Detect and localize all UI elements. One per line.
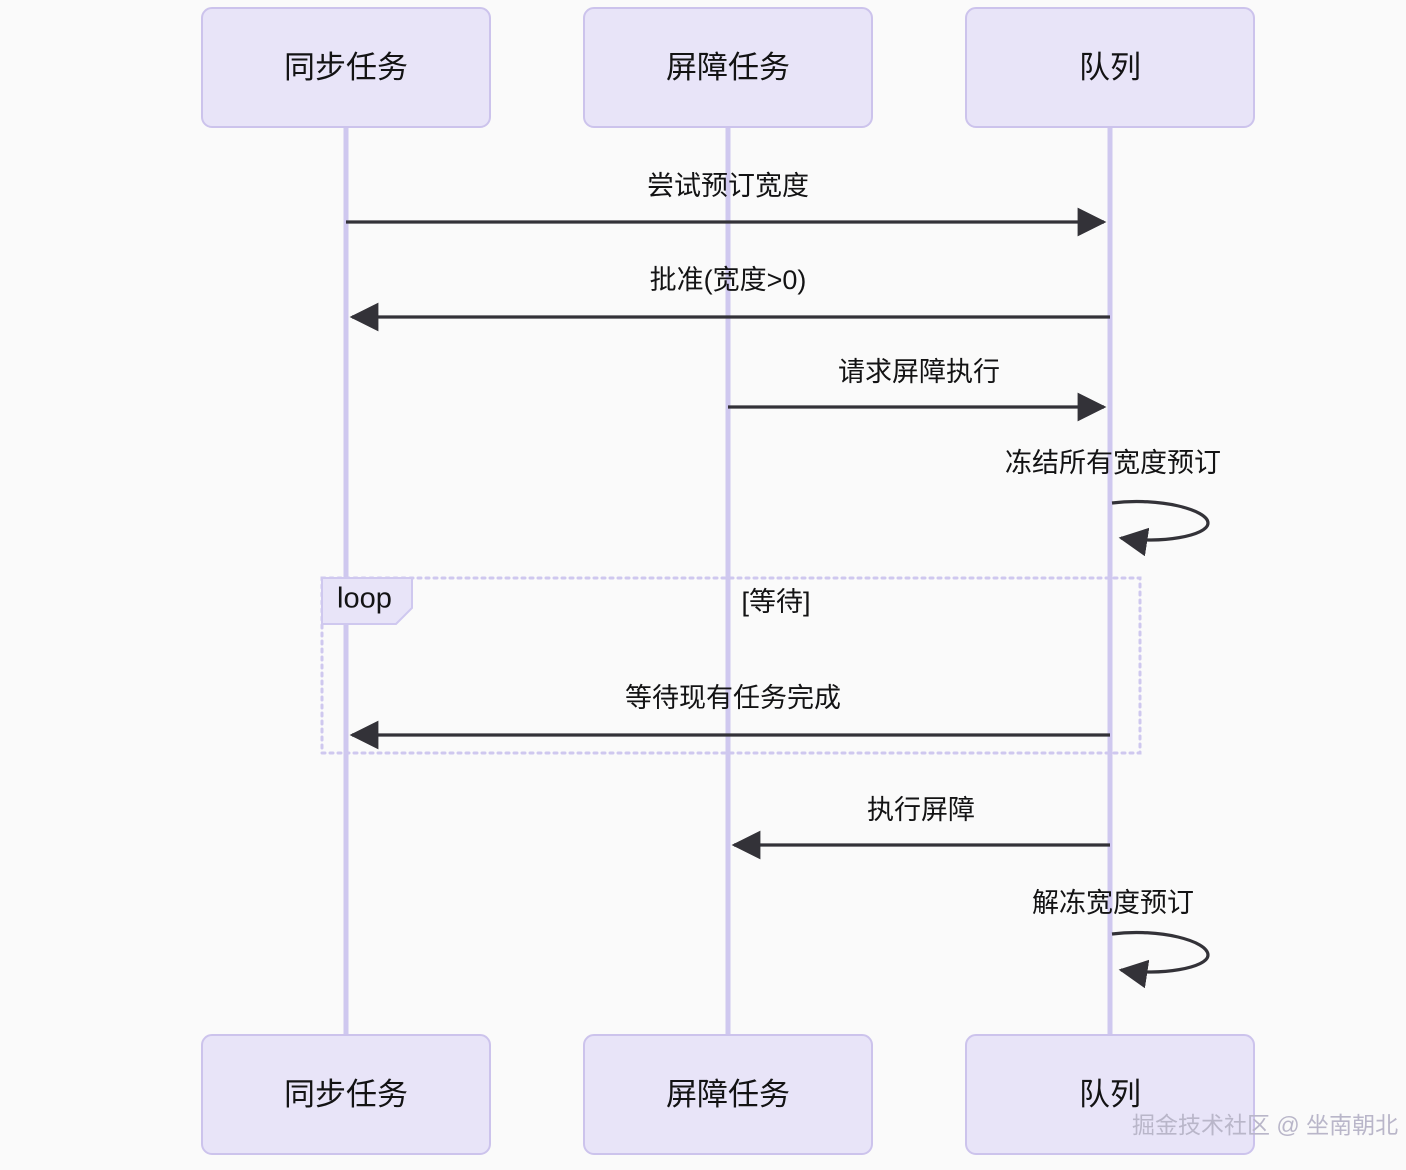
message-m5: 等待现有任务完成 — [349, 683, 1110, 750]
participant-box-queue-bottom[interactable] — [965, 1034, 1255, 1155]
message-label-m1: 尝试预订宽度 — [647, 171, 809, 201]
participant-label-sync-task-top: 同步任务 — [284, 50, 408, 85]
message-label-m4: 冻结所有宽度预订 — [1005, 448, 1221, 478]
participant-label-barrier-task-top: 屏障任务 — [666, 50, 790, 85]
participant-header-barrier-task[interactable]: 屏障任务 — [583, 7, 873, 128]
lifelines-group — [343, 127, 1113, 1040]
loop-fragment-condition-label: [等待] — [741, 587, 810, 617]
message-m2: 批准(宽度>0) — [349, 265, 1110, 332]
watermark: 掘金技术社区 @ 坐南朝北 — [1132, 1112, 1398, 1138]
participant-box-sync-task-bottom[interactable] — [201, 1034, 491, 1155]
message-m4: 冻结所有宽度预订 — [1005, 448, 1221, 557]
participant-footer-sync-task[interactable]: 同步任务 — [201, 1034, 491, 1155]
message-m1: 尝试预订宽度 — [346, 171, 1107, 237]
participant-header-sync-task[interactable]: 同步任务 — [201, 7, 491, 128]
loop-fragment: loop [等待] — [320, 576, 1142, 755]
participant-box-barrier-task[interactable] — [583, 7, 873, 128]
participant-header-queue[interactable]: 队列 — [965, 7, 1255, 128]
participant-label-queue-top: 队列 — [1079, 50, 1141, 85]
message-m7: 解冻宽度预订 — [1032, 888, 1210, 989]
message-m6: 执行屏障 — [731, 795, 1110, 860]
participant-box-queue[interactable] — [965, 7, 1255, 128]
message-label-m7: 解冻宽度预订 — [1032, 888, 1194, 918]
participant-footer-queue[interactable]: 队列 — [965, 1034, 1255, 1155]
loop-fragment-box — [320, 576, 1142, 755]
participant-footer-barrier-task[interactable]: 屏障任务 — [583, 1034, 873, 1155]
participant-label-sync-task-bottom: 同步任务 — [284, 1077, 408, 1112]
participant-label-queue-bottom: 队列 — [1079, 1077, 1141, 1112]
participant-label-barrier-task-bottom: 屏障任务 — [666, 1077, 790, 1112]
message-label-m6: 执行屏障 — [867, 795, 975, 825]
message-label-m3: 请求屏障执行 — [838, 357, 1000, 387]
participant-box-sync-task[interactable] — [201, 7, 491, 128]
message-m3: 请求屏障执行 — [728, 357, 1107, 422]
loop-fragment-tag-shape — [321, 577, 413, 625]
loop-fragment-tag-label: loop — [337, 583, 392, 615]
message-label-m5: 等待现有任务完成 — [625, 683, 841, 713]
participant-box-barrier-task-bottom[interactable] — [583, 1034, 873, 1155]
message-selfloop-m4 — [1111, 499, 1210, 557]
message-selfloop-m7 — [1111, 930, 1210, 989]
message-label-m2: 批准(宽度>0) — [650, 265, 807, 295]
